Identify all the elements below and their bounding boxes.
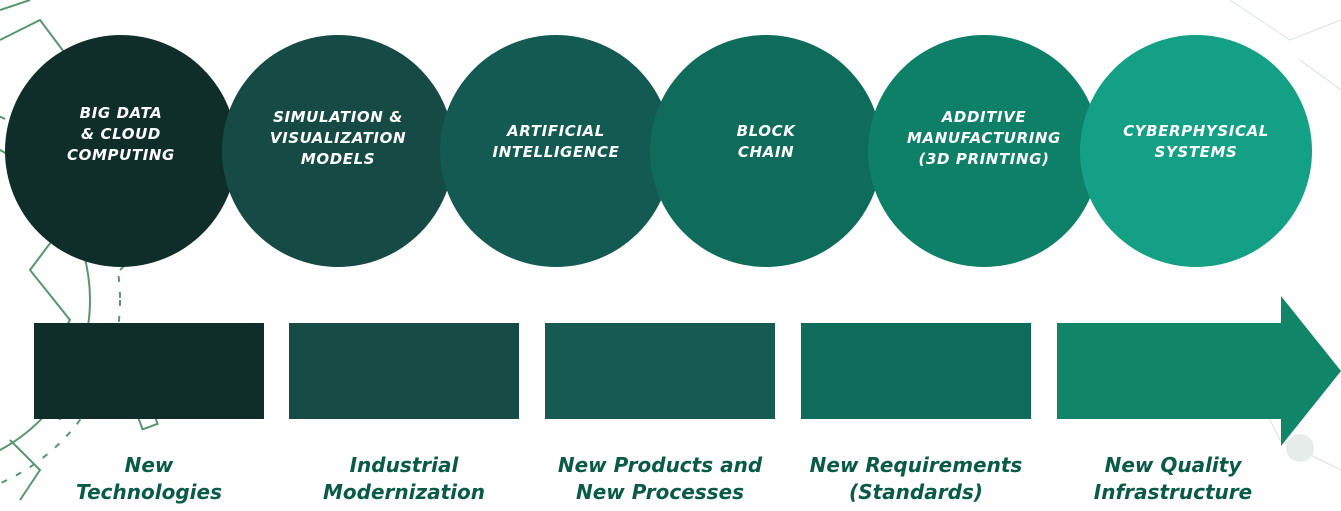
technology-label: BIG DATA & CLOUD COMPUTING bbox=[67, 104, 175, 164]
technology-circle-block-chain: BLOCK CHAIN bbox=[650, 35, 882, 267]
technology-circle-additive-manufacturing: ADDITIVE MANUFACTURING (3D PRINTING) bbox=[868, 35, 1100, 267]
progression-arrow bbox=[1057, 296, 1341, 446]
technology-label: ARTIFICIAL INTELLIGENCE bbox=[492, 122, 620, 161]
technology-label: BLOCK CHAIN bbox=[736, 122, 796, 161]
outcome-block-new-products bbox=[545, 323, 775, 419]
outcome-caption: New Quality Infrastructure bbox=[1093, 453, 1253, 504]
technology-label: SIMULATION & VISUALIZATION MODELS bbox=[269, 108, 407, 168]
outcome-caption: New Technologies bbox=[76, 453, 222, 504]
outcome-block-new-technologies bbox=[34, 323, 264, 419]
technology-circle-cyberphysical: CYBERPHYSICAL SYSTEMS bbox=[1080, 35, 1312, 267]
technology-label: ADDITIVE MANUFACTURING (3D PRINTING) bbox=[907, 108, 1061, 168]
technology-circle-big-data: BIG DATA & CLOUD COMPUTING bbox=[5, 35, 237, 267]
technology-label: CYBERPHYSICAL SYSTEMS bbox=[1123, 122, 1269, 161]
technology-circle-artificial-intelligence: ARTIFICIAL INTELLIGENCE bbox=[440, 35, 672, 267]
outcome-block-industrial-modernization bbox=[289, 323, 519, 419]
outcome-caption: Industrial Modernization bbox=[322, 453, 485, 504]
outcome-caption: New Products and New Processes bbox=[557, 453, 763, 504]
outcome-block-new-requirements bbox=[801, 323, 1031, 419]
technology-circle-simulation: SIMULATION & VISUALIZATION MODELS bbox=[222, 35, 454, 267]
outcome-caption: New Requirements (Standards) bbox=[809, 453, 1023, 504]
